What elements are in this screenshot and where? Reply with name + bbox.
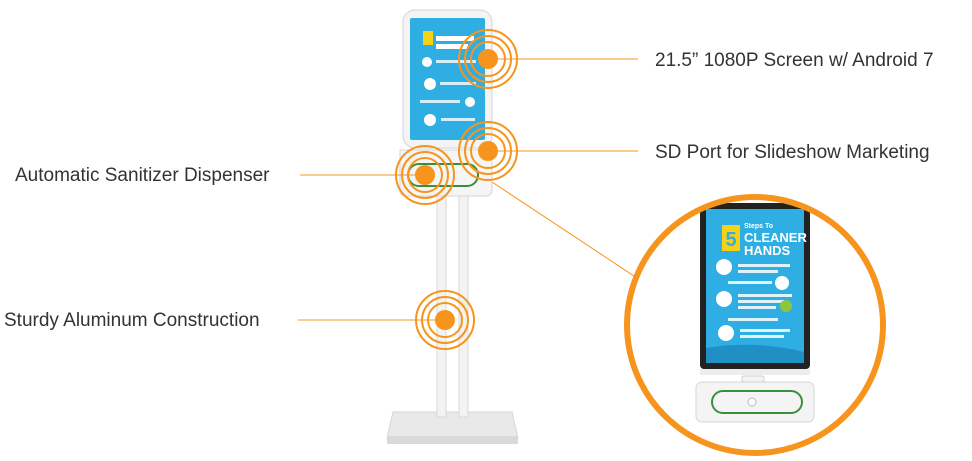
poster-step-icon [465,97,475,107]
leader-line-zoom [491,181,641,281]
callout-marker-screen [458,29,518,89]
zoom-dispenser-ring [711,390,803,414]
zoom-step-icon [716,259,732,275]
poster-title-bar-2 [436,44,468,49]
callout-marker-sd-port [458,121,518,181]
zoom-detail: 5 Steps To CLEANER HANDS [624,194,886,456]
zoom-poster-number: 5 [725,229,736,251]
poster-five-badge [423,31,433,45]
callout-label-sd-port: SD Port for Slideshow Marketing [655,142,930,163]
zoom-poster-line2: CLEANER [744,230,807,245]
zoom-ring [624,194,886,456]
callout-marker-construction [415,290,475,350]
zoom-screen-chin [700,369,810,375]
poster-step-text [440,82,476,85]
poster-title-bar [436,36,474,41]
callout-label-construction: Sturdy Aluminum Construction [4,310,260,331]
leader-lines [298,58,641,321]
zoom-step-icon [718,325,734,341]
poster-step-text [420,100,460,103]
kiosk-base-edge [387,436,518,444]
zoom-sd-port [741,375,765,383]
kiosk-stand [386,9,519,444]
zoom-poster-line3: HANDS [744,243,791,258]
poster-step-icon [424,114,436,126]
zoom-poster-badge [722,225,740,251]
poster-step-text [441,118,475,121]
zoom-step-icon [775,276,789,290]
zoom-poster-wave [706,344,804,363]
kiosk-base [386,411,519,439]
callout-label-screen: 21.5” 1080P Screen w/ Android 7 [655,50,934,71]
zoom-step-icon [716,291,732,307]
poster-step-icon [424,78,436,90]
zoom-plant-icon [780,300,792,312]
zoom-sensor [747,397,757,407]
callout-label-dispenser: Automatic Sanitizer Dispenser [15,165,270,186]
callout-marker-dispenser [395,145,455,205]
kiosk-pole-left [436,184,447,418]
zoom-poster-line1: Steps To [744,223,773,230]
poster-step-text [436,60,476,63]
poster-step-icon [422,57,432,67]
